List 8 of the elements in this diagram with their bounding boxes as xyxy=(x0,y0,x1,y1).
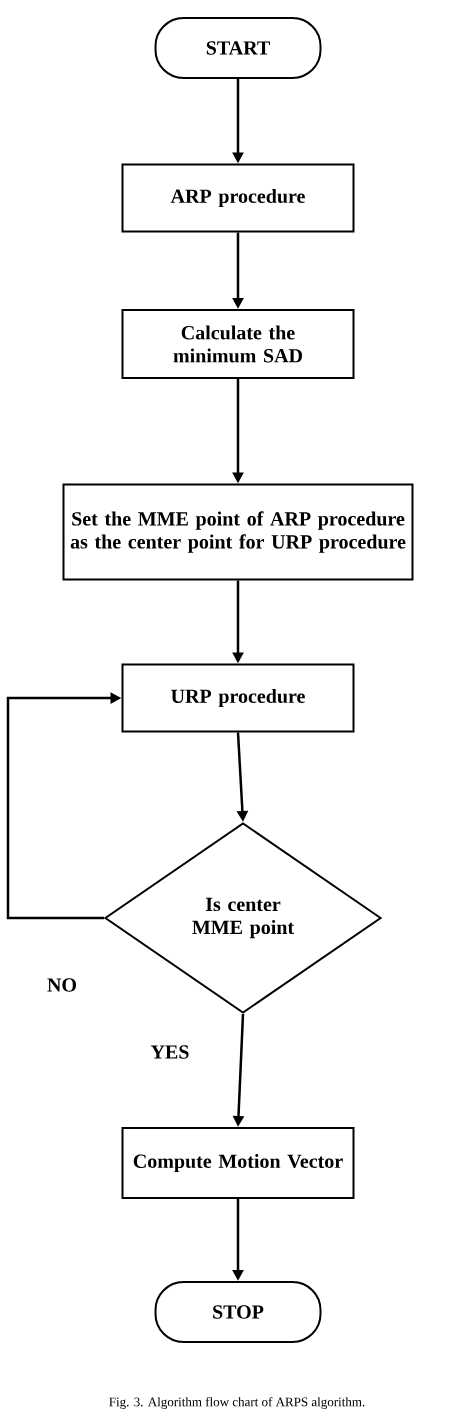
process-box: URP procedure xyxy=(121,663,355,733)
edge-label: NO xyxy=(46,977,78,993)
process-box: ARP procedure xyxy=(121,163,355,233)
process-box: Calculate the minimum SAD xyxy=(121,309,355,379)
caption: Fig. 3. Algorithm flow chart of ARPS algorithm. xyxy=(109,1397,365,1409)
process-box: Compute Motion Vector xyxy=(121,1127,355,1199)
process-box: Set the MME point of ARP procedure as the center point for URP procedure xyxy=(62,483,414,581)
edge-label: YES xyxy=(149,1044,191,1060)
